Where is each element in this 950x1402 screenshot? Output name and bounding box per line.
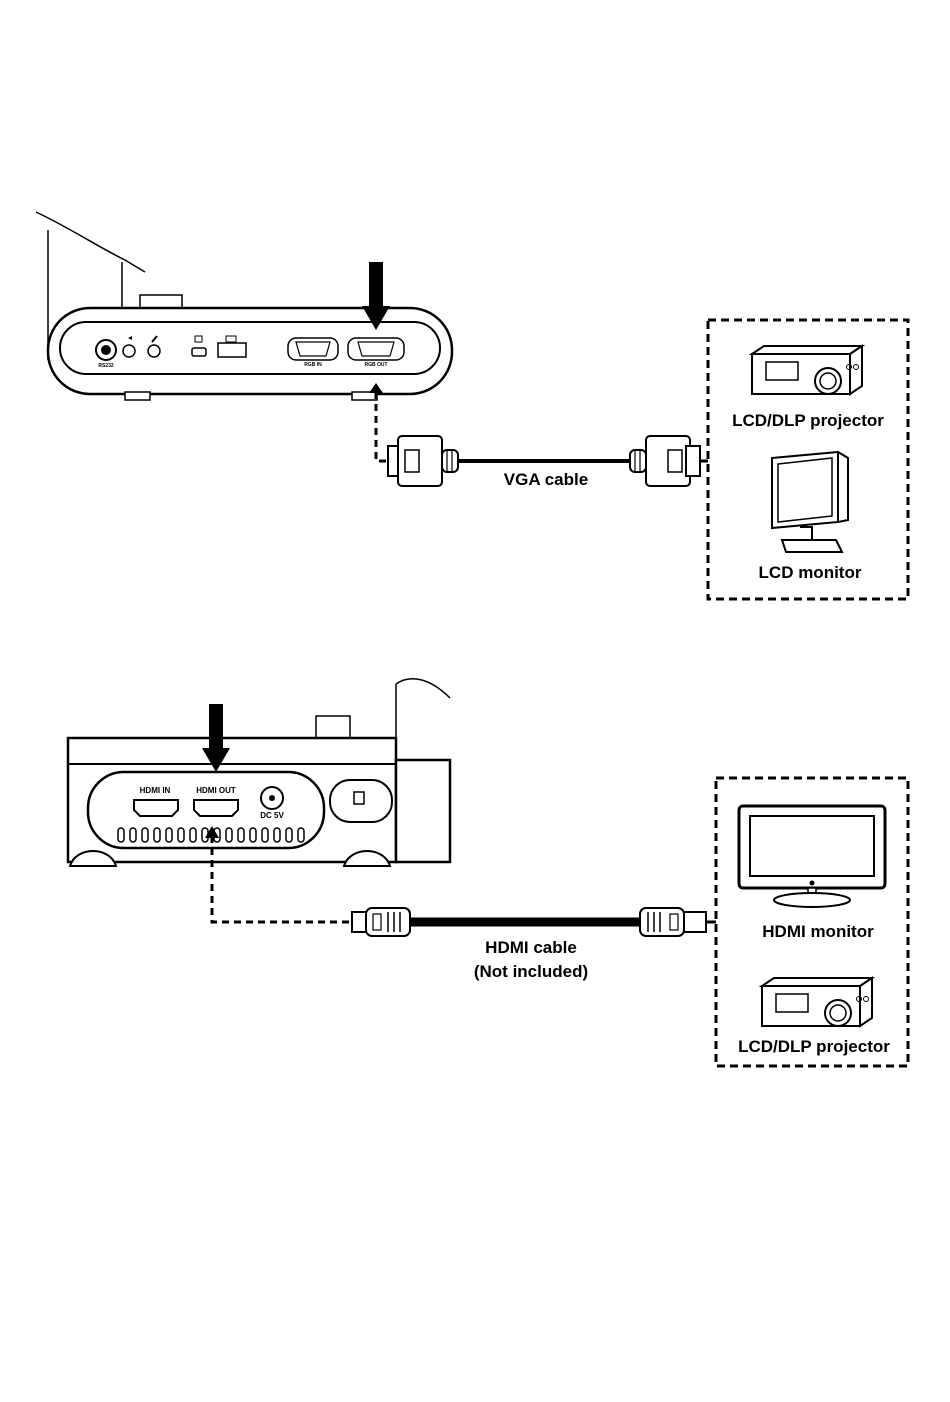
- hdmi-out-port: [194, 800, 238, 816]
- projector-icon: [752, 346, 862, 394]
- mic-in-port: [148, 345, 160, 357]
- vga-section: RS232 RGB IN RGB OUT: [36, 212, 908, 599]
- hdmi-out-label: HDMI OUT: [196, 786, 236, 795]
- hdmi-in-label: HDMI IN: [140, 786, 171, 795]
- hdmi-connector-right: [640, 908, 706, 936]
- rgb-in-label: RGB IN: [304, 362, 322, 368]
- hdmi-projector-label: LCD/DLP projector: [738, 1037, 890, 1056]
- vga-cable: VGA cable: [388, 436, 708, 489]
- hdmi-cable: HDMI cable (Not included): [352, 908, 716, 981]
- projector-icon: [762, 978, 872, 1026]
- lock-icon: [354, 792, 364, 804]
- hdmi-in-port: [134, 800, 178, 816]
- hdmi-monitor-icon: [739, 806, 885, 907]
- hdmi-cable-label: HDMI cable: [485, 938, 577, 957]
- hdmi-cable-note: (Not included): [474, 962, 588, 981]
- rs232-label: RS232: [98, 363, 114, 369]
- hdmi-section: HDMI IN HDMI OUT DC 5V: [68, 679, 908, 1066]
- vga-cable-label: VGA cable: [504, 470, 588, 489]
- rgb-out-label: RGB OUT: [364, 362, 387, 368]
- sd-slot: [218, 343, 246, 357]
- lcd-monitor-label: LCD monitor: [759, 563, 862, 582]
- mini-usb-port: [192, 348, 206, 356]
- audio-out-port: [123, 345, 135, 357]
- dc-label: DC 5V: [260, 811, 284, 820]
- vga-connector-left: [388, 436, 458, 486]
- document-camera-side: HDMI IN HDMI OUT DC 5V: [68, 679, 450, 866]
- hdmi-monitor-label: HDMI monitor: [762, 922, 874, 941]
- vga-connector-right: [630, 436, 700, 486]
- hdmi-connector-left: [352, 908, 410, 936]
- lcd-monitor-icon: [772, 452, 848, 552]
- vga-projector-label: LCD/DLP projector: [732, 411, 884, 430]
